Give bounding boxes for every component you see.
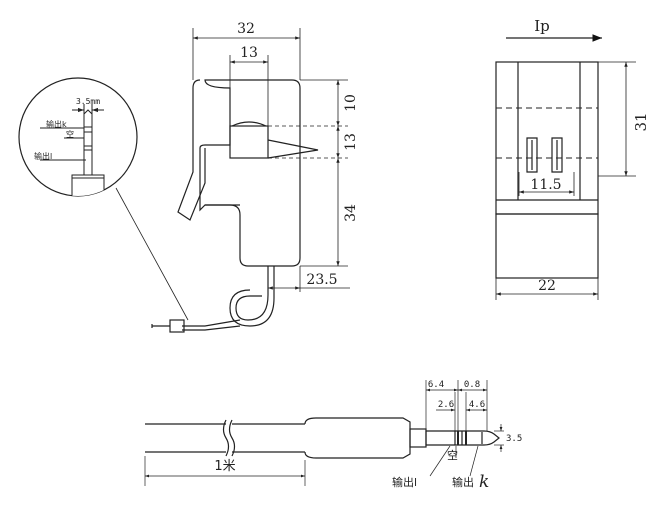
plug-label-k-letter: k	[479, 472, 489, 492]
dim-10: 10	[343, 94, 359, 112]
callout-label-empty: 空	[66, 129, 74, 139]
cable-length-label: 1米	[214, 459, 235, 474]
callout-diameter: 3.5mm	[76, 97, 100, 106]
plug-labels: 6.4 0.8 2.6 4.6 3.5 1米 空 输出l 输出 k	[214, 380, 522, 492]
side-dim-labels: Ip 31 11.5 22	[530, 17, 650, 294]
dim-6-4: 6.4	[428, 380, 444, 390]
front-dim-labels: 32 13 10 13 34 23.5	[237, 21, 359, 288]
dim-31: 31	[632, 112, 650, 131]
plug-label-l: 输出l	[392, 475, 417, 489]
side-lower-body	[495, 213, 599, 279]
side-dims	[495, 34, 636, 300]
pin-right	[551, 137, 563, 173]
cable	[235, 266, 269, 321]
callout-label-l: 输出l	[34, 151, 52, 161]
dim-13-vertical: 13	[343, 133, 359, 151]
detail-callout: 3.5mm 输出k 空 输出l	[18, 77, 189, 321]
dim-23-5: 23.5	[306, 272, 337, 288]
sensor-body	[199, 79, 301, 267]
plug-label-empty: 空	[447, 448, 458, 462]
dim-4-6: 4.6	[469, 400, 485, 410]
dim-0-8: 0.8	[464, 380, 480, 390]
dim-3-5: 3.5	[506, 434, 522, 444]
front-dims	[192, 28, 350, 292]
plug-body	[304, 417, 411, 459]
side-view	[495, 61, 599, 279]
plug	[169, 319, 185, 333]
core-window	[229, 125, 269, 159]
current-label-ip: Ip	[534, 17, 550, 35]
front-view	[151, 79, 319, 333]
dim-2-6: 2.6	[438, 400, 454, 410]
plug-label-k-prefix: 输出	[452, 475, 474, 489]
plug-dims	[144, 380, 504, 486]
dim-13-horizontal: 13	[240, 45, 258, 61]
dim-34: 34	[343, 204, 359, 222]
callout-label-k: 输出k	[46, 119, 67, 129]
dim-22: 22	[538, 278, 556, 294]
dim-11-5: 11.5	[530, 177, 561, 193]
plug-view	[145, 417, 500, 459]
pin-left	[526, 137, 538, 173]
plug-tip	[425, 430, 500, 446]
dim-32: 32	[237, 21, 255, 37]
